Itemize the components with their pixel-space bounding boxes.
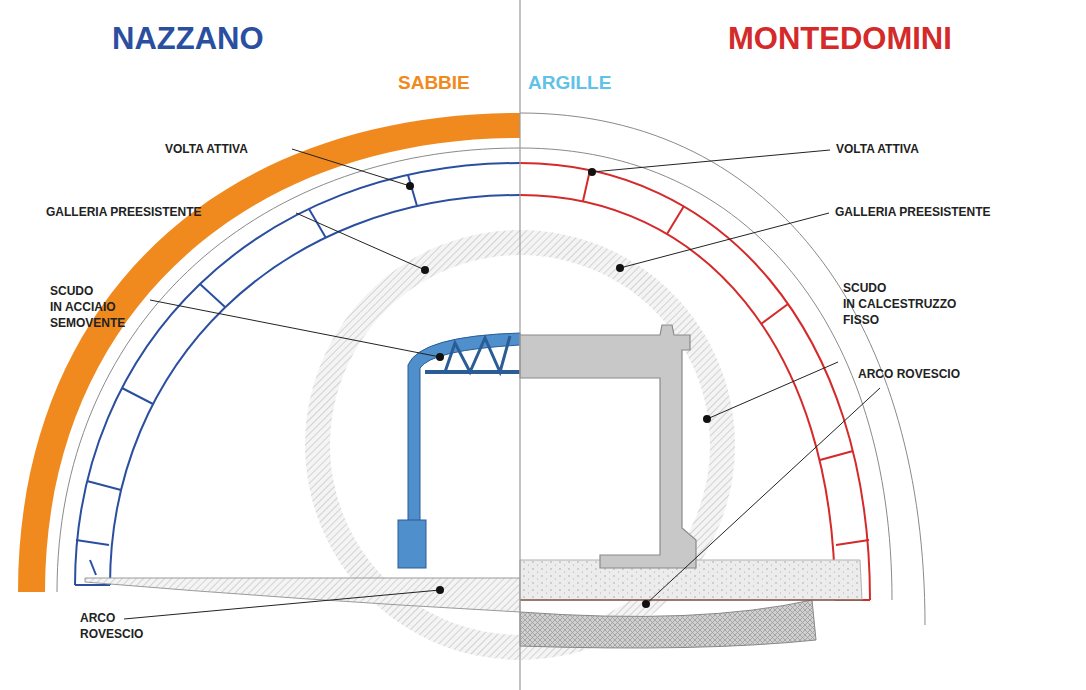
part-label: ARCO ROVESCIO	[858, 366, 960, 382]
leader-dot	[406, 168, 711, 608]
part-label: VOLTA ATTIVA	[836, 141, 919, 157]
active-vault	[75, 163, 520, 585]
leader-line	[124, 149, 880, 619]
part-label: GALLERIA PREESISTENTE	[835, 204, 991, 220]
sand-band	[18, 113, 520, 592]
active-vault	[520, 163, 870, 600]
invert-arch	[520, 600, 816, 648]
soil-label: ARGILLE	[528, 70, 611, 96]
site-title: MONTEDOMINI	[728, 18, 952, 60]
soil-label: SABBIE	[398, 70, 470, 96]
divider	[519, 0, 520, 690]
steel-shield	[398, 333, 520, 568]
invert-arch	[85, 578, 520, 612]
part-label: SCUDO IN ACCIAIO SEMOVENTE	[50, 283, 125, 332]
part-label: GALLERIA PREESISTENTE	[46, 204, 202, 220]
part-label: VOLTA ATTIVA	[165, 141, 248, 157]
site-title: NAZZANO	[112, 18, 264, 60]
part-label: ARCO ROVESCIO	[80, 610, 143, 642]
floor-line	[520, 599, 862, 601]
concrete-shield	[520, 325, 696, 568]
part-label: SCUDO IN CALCESTRUZZO FISSO	[843, 280, 956, 329]
